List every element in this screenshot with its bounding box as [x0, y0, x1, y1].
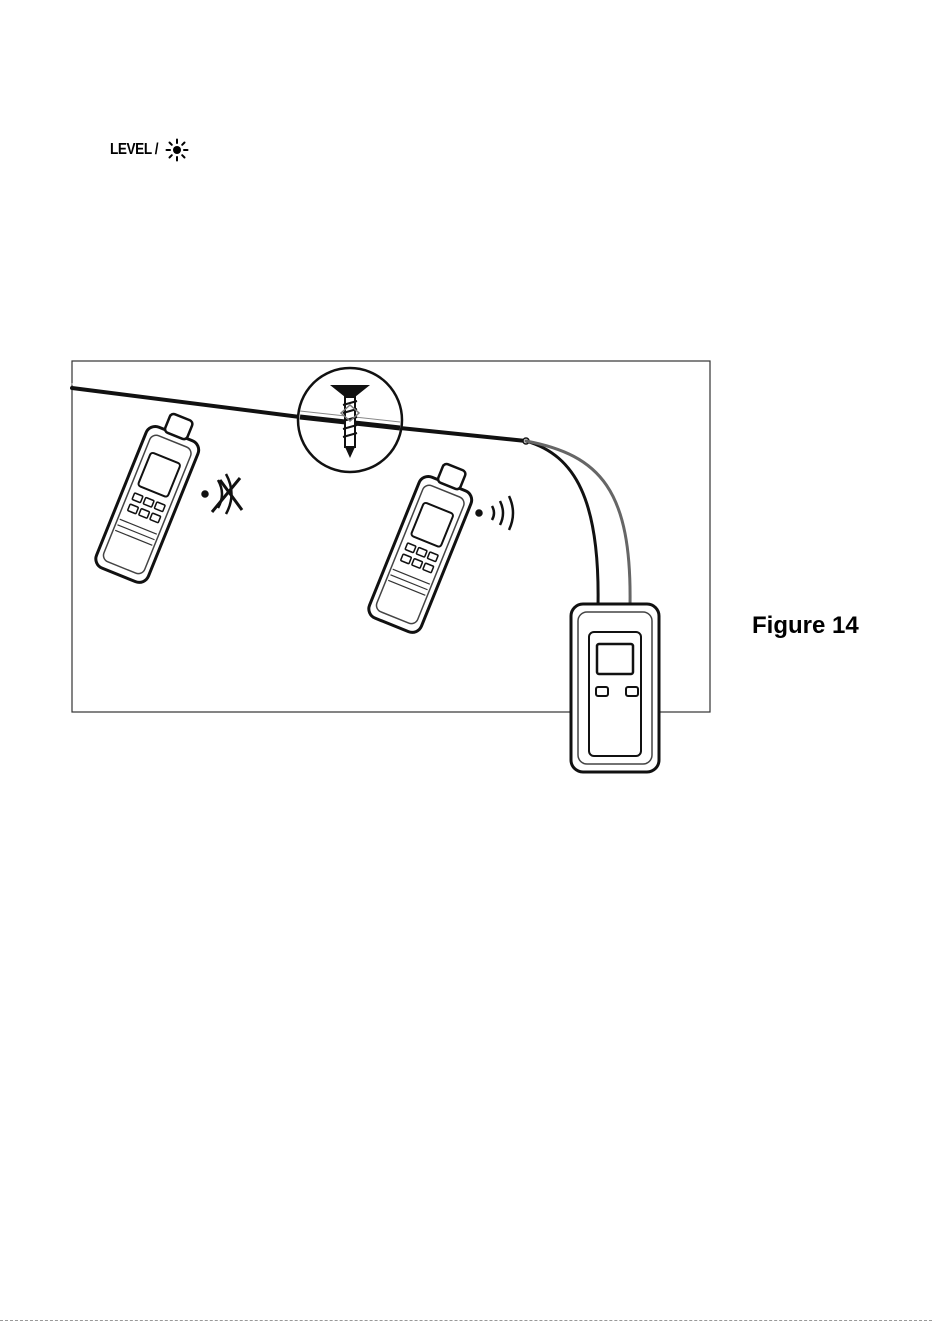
sound-muted-icon — [203, 474, 243, 514]
figure-caption: Figure 14 — [752, 612, 859, 640]
handheld-receiver-no-signal — [93, 407, 209, 586]
handheld-receiver-signal — [366, 457, 482, 636]
transmitter-unit — [571, 604, 659, 772]
screw-magnifier — [298, 368, 402, 472]
sound-waves-icon — [477, 496, 514, 530]
page-bottom-rule — [0, 1320, 932, 1321]
